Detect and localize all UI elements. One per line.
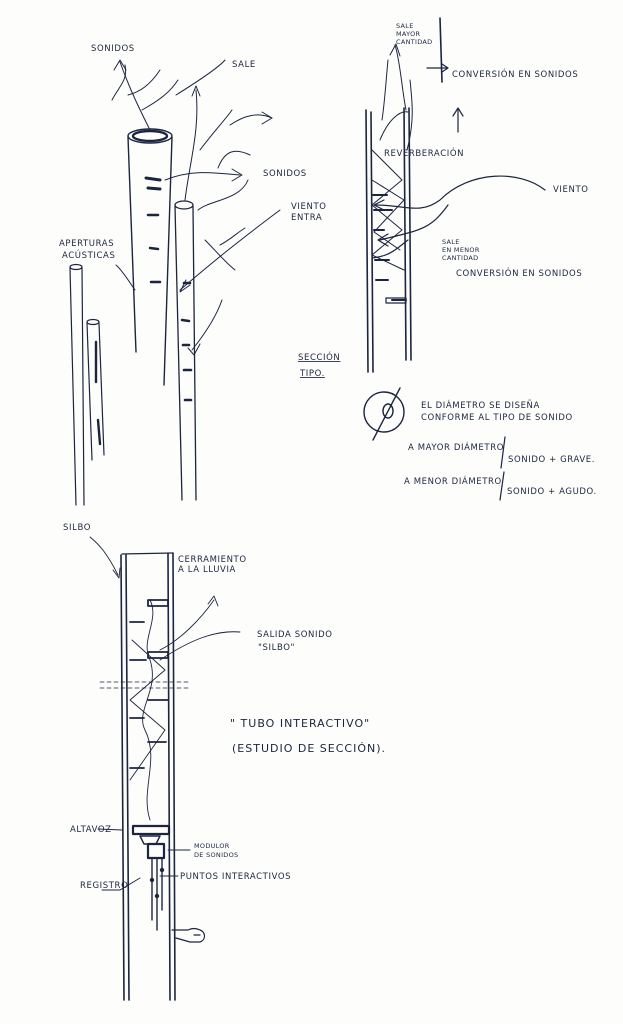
label-cantidad-mayor: CANTIDAD (396, 38, 432, 46)
drawing-title: " TUBO INTERACTIVO" (ESTUDIO DE SECCIÓN)… (230, 717, 386, 755)
label-reverberacion: REVERBERACIÓN (384, 147, 464, 159)
label-mayor: MAYOR (396, 30, 420, 38)
label-entra: ENTRA (291, 213, 322, 223)
note-sonido-grave: SONIDO + GRAVE. (508, 455, 595, 465)
section-drawing: SALE MAYOR CANTIDAD CONVERSIÓN EN SONIDO… (298, 17, 589, 379)
label-silbo-quote: "SILBO" (258, 643, 295, 653)
label-sale: SALE (232, 60, 256, 70)
section-arrows (371, 63, 546, 259)
label-sale-menor: SALE (442, 238, 460, 246)
label-cantidad-menor: CANTIDAD (442, 254, 478, 262)
label-conversion-top: CONVERSIÓN EN SONIDOS (452, 68, 578, 80)
note-menor-diametro: A MENOR DIÁMETRO (404, 475, 502, 487)
sound-and-wind-arrows (111, 59, 281, 356)
note-diameter-line1: EL DIÁMETRO SE DISEÑA (421, 399, 540, 411)
speaker-module (131, 824, 171, 931)
section-reverberation-lines (371, 43, 413, 271)
note-slash-mayor (500, 436, 506, 469)
pointing-hand-icon (171, 927, 206, 943)
label-registro: REGISTRO (80, 881, 128, 891)
label-tipo: TIPO. (299, 369, 325, 379)
note-mayor-diametro: A MAYOR DIÁMETRO (408, 441, 504, 453)
diameter-symbol (363, 387, 405, 441)
diameter-notes: EL DIÁMETRO SE DISEÑA CONFORME AL TIPO D… (363, 387, 597, 501)
note-diameter-line2: CONFORME AL TIPO DE SONIDO (421, 413, 573, 423)
right-tube (174, 200, 197, 501)
label-a-la-lluvia: A LA LLUVIA (178, 565, 236, 575)
label-conversion-bottom: CONVERSIÓN EN SONIDOS (456, 267, 582, 279)
section-baffles (372, 194, 407, 304)
interactive-tube-leaders (89, 536, 191, 891)
label-viento: VIENTO (291, 202, 327, 212)
label-acusticas: ACÚSTICAS (62, 249, 115, 261)
label-cerramiento: CERRAMIENTO (178, 555, 247, 565)
left-tubes (69, 263, 105, 506)
label-seccion: SECCIÓN (298, 351, 340, 363)
label-viento-section: VIENTO (553, 185, 589, 195)
interactive-tube-walls (99, 552, 191, 1001)
title-tubo-interactivo: " TUBO INTERACTIVO" (230, 717, 370, 730)
label-sonidos-mid: Sonidos (263, 169, 307, 179)
label-en-menor: EN MENOR (442, 246, 480, 254)
label-aperturas: APERTURAS (59, 239, 114, 249)
label-sonidos-top: Sonidos (91, 44, 135, 54)
label-sale-mayor: SALE (396, 22, 414, 30)
title-estudio-seccion: (ESTUDIO DE SECCIÓN). (232, 742, 386, 755)
label-salida-sonido: SALIDA SONIDO (257, 630, 333, 640)
interactive-tube-waves (129, 595, 241, 821)
interactive-tube-section: SILBO CERRAMIENTO A LA LLUVIA SALIDA SON… (63, 523, 333, 1001)
large-tube (127, 128, 173, 386)
note-slash-menor (499, 471, 505, 501)
label-puntos-interactivos: PUNTOS INTERACTIVOS (180, 872, 291, 882)
label-silbo: SILBO (63, 523, 91, 533)
perspective-tubes-sketch: Sonidos SALE Sonidos VIENTO ENTRA APERTU… (59, 44, 327, 506)
label-modulor: MODULOR (194, 842, 230, 850)
label-de-sonidos: DE SONIDOS (194, 851, 238, 859)
note-sonido-agudo: SONIDO + AGUDO. (507, 487, 597, 497)
label-altavoz: ALTAVOZ (70, 825, 112, 835)
